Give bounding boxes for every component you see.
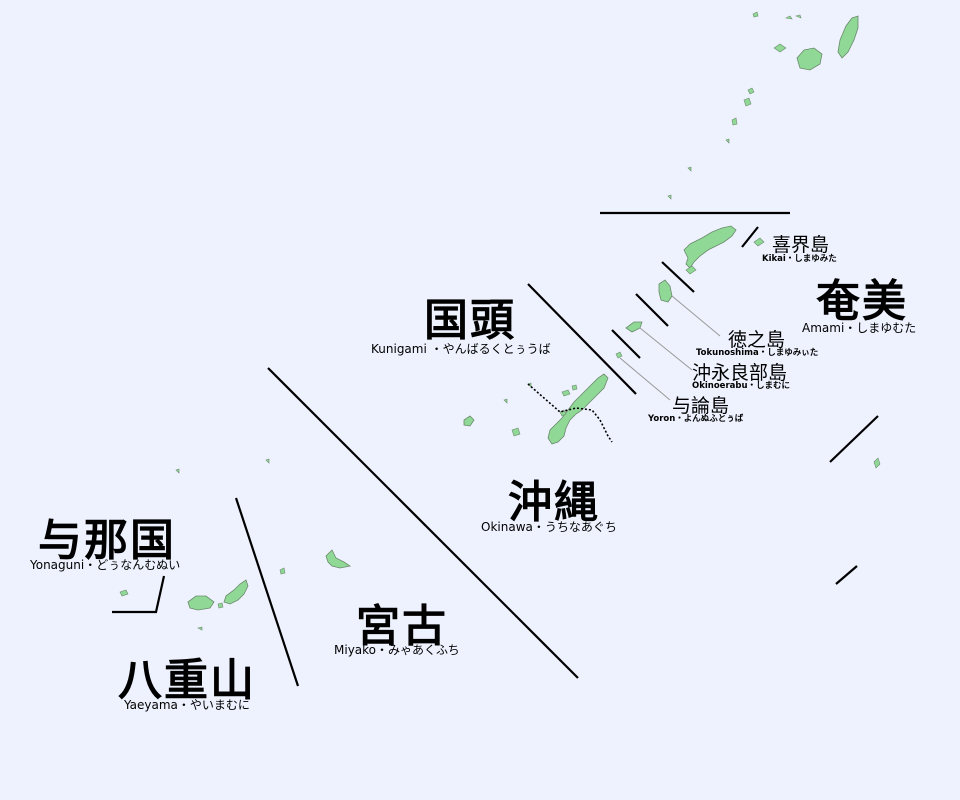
iheya-island [561,389,571,397]
small-islet [175,468,180,474]
okinawa-reading: Okinawa・うちなあぐち [481,520,617,534]
miyako-label: 宮古 [356,601,448,652]
kikai-label: 喜界島 [772,234,830,256]
small-islet [747,87,755,95]
okinoerabu-yoron-boundary [611,329,641,359]
yonaguni-island [119,589,129,597]
southeast-boundary-line [835,565,858,585]
small-islet [503,398,508,404]
amami-label: 奄美 [816,276,908,327]
kuchinoerabu-island [773,43,787,53]
small-islet [687,166,692,172]
small-islet [873,457,881,469]
kikai-island [753,237,765,247]
miyako-reading: Miyako・みゃあくふち [334,643,460,657]
iriomote-island [187,595,215,611]
small-islet [667,194,672,200]
yoron-island [615,351,623,359]
yoron-label: 与論島 [672,395,730,417]
yaeyama-reading: Yaeyama・やいまむに [124,698,250,712]
yakushima-island [796,47,823,71]
tokunoshima-island [658,279,673,303]
yaeyama-label: 八重山 [118,655,256,706]
yonaguni-label: 与那国 [38,515,176,566]
kunigami-reading: Kunigami ・やんばるくとぅうば [371,342,551,356]
small-islet [795,14,802,19]
tokunoshima-leader [671,295,721,337]
small-islet [785,15,793,20]
amami-tokunoshima-boundary [661,261,695,293]
amami-oshima-island [683,225,737,269]
okinawa-miyako-boundary [267,367,579,679]
miyako-island [325,549,352,569]
east-boundary-line [829,415,879,463]
okinoerabu-leader [639,327,693,371]
kikai-boundary-line [741,226,759,248]
boundaries-layer [112,211,879,687]
tarama-island [279,567,286,575]
small-islet [265,458,270,464]
leaders-layer [619,295,721,401]
kunigami-boundary-line [527,283,637,395]
kunigami-label: 国頭 [424,295,516,346]
yonaguni-boundary [112,575,166,614]
small-islet [743,97,752,107]
yonaguni-reading: Yonaguni・どぅなんむぬい [30,558,181,572]
miyako-yaeyama-boundary [234,497,300,687]
kikai-reading: Kikai・しまゆみた [762,254,837,264]
tokunoshima-okinoerabu-boundary [635,293,669,327]
ishigaki-island [223,579,249,605]
amami-reading: Amami・しまゆむた [802,321,917,335]
okinoerabu-reading: Okinoerabu・しまむに [692,381,791,391]
small-islet [752,11,759,18]
small-islet [217,602,224,609]
small-islet [725,138,730,144]
tanegashima-island [837,15,859,59]
kume-island [463,415,475,427]
tokunoshima-label: 徳之島 [728,329,786,351]
hateruma-island [197,626,203,631]
small-islet [511,427,521,437]
okinoerabu-island [625,321,643,333]
kunigami-okinawa-dotted-boundary [527,383,613,443]
tokunoshima-reading: Tokunoshima・しまゆみぃた [696,348,819,358]
yoron-reading: Yoron・よんぬふとぅば [648,414,744,424]
yoron-leader [619,357,671,401]
kakeroma-island [685,265,697,275]
okinawa-label: 沖縄 [508,477,600,528]
izena-island [571,384,578,391]
okinoerabu-label: 沖永良部島 [692,362,788,384]
small-islet [731,117,738,126]
